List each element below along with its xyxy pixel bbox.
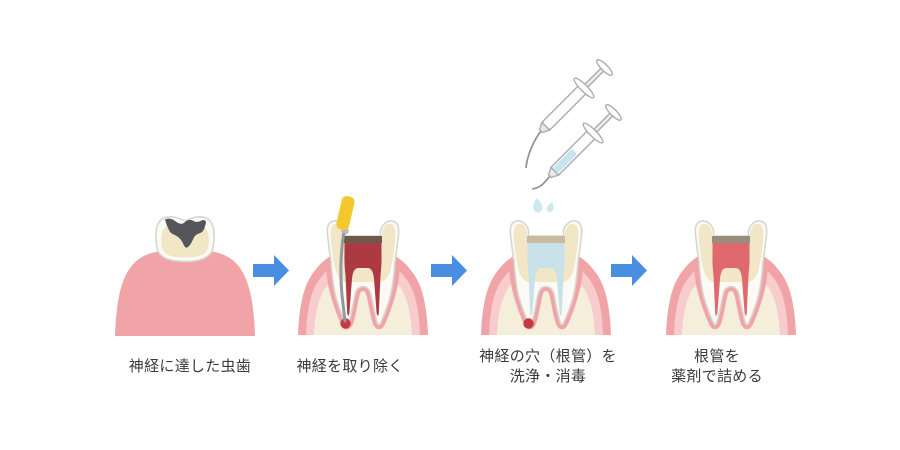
step-label-line: 根管を [694,348,740,365]
barrel [542,84,588,130]
plunger-disc [605,104,622,121]
step-label-1: 神経に達した虫歯 [100,357,280,377]
arrow-right-icon [611,254,648,292]
flange [573,77,595,99]
syringe-icon [532,104,622,190]
rinse-droplets [533,198,554,213]
cavity-icon [165,218,206,248]
step-label-line: 神経に達した虫歯 [128,358,252,375]
step-label-3: 神経の穴（根管）を 洗浄・消毒 [458,347,638,386]
step-label-2: 神経を取り除く [260,357,440,377]
nerve-removal-illustration [282,196,462,345]
step-panel-4 [650,195,830,345]
step-panel-1 [105,210,265,340]
step-label-line: 神経の穴（根管）を [479,348,617,365]
needle [532,175,551,190]
gum [115,251,255,336]
droplet-icon [533,198,543,213]
step-label-line: 洗浄・消毒 [509,367,587,385]
arrow-right-icon [253,254,290,292]
file-shaft [339,229,347,323]
flange [582,122,604,144]
root-canal-file [336,196,355,323]
tooth-cavity-illustration [115,215,255,336]
step-panel-3 [465,45,645,345]
step-label-line: 薬剤で詰める [671,367,763,385]
step-panel-2 [282,195,462,345]
needle [525,130,542,169]
liquid [553,149,577,173]
plunger-disc [596,59,613,76]
step-label-line: 神経を取り除く [296,358,404,375]
droplet-icon [546,202,554,213]
canal-filled-illustration [650,195,830,345]
step-label-4: 根管を 薬剤で詰める [627,347,807,386]
syringe-icon [525,59,613,169]
canal-irrigation-illustration [465,59,622,345]
arrow-right-icon [431,254,468,292]
file-handle [336,196,355,231]
